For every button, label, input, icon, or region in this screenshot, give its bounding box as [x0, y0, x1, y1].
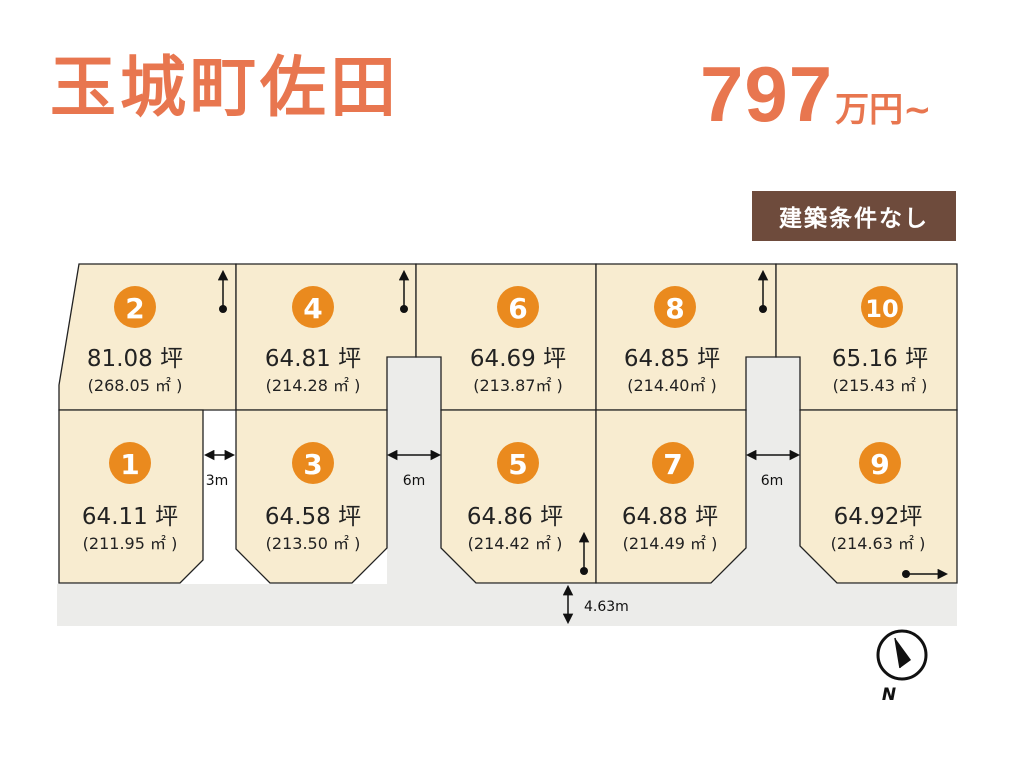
- lot-number-circle: [292, 442, 334, 484]
- price-number: 797: [700, 50, 834, 138]
- lot-7-shape: [595, 409, 747, 584]
- lot-area-tsubo: 64.85 坪: [624, 346, 720, 372]
- dimension-3m: 3m: [203, 449, 236, 489]
- lots-layer: [58, 263, 958, 584]
- boundary-marker-icon: [578, 531, 590, 575]
- lot-number-circle: [292, 286, 334, 328]
- lot-area-sqm: (213.87㎡ ): [473, 376, 563, 395]
- lot-number-circle: [109, 442, 151, 484]
- lot-number: 10: [865, 295, 898, 323]
- price-unit: 万円~: [835, 90, 932, 130]
- lot-number: 2: [125, 292, 144, 325]
- lot-area-sqm: (213.50 ㎡ ): [266, 534, 361, 553]
- price: 797万円~: [700, 55, 932, 133]
- lot-8-label: 8 64.85 坪 (214.40㎡ ): [624, 286, 720, 395]
- boundary-marker-icon: [217, 269, 229, 313]
- lot-area-tsubo: 64.81 坪: [265, 346, 361, 372]
- lot-area-tsubo: 64.58 坪: [265, 504, 361, 530]
- dimension-6m-left: 6m: [386, 449, 442, 489]
- lot-number: 4: [303, 292, 322, 325]
- lot-number-circle: [859, 442, 901, 484]
- lot-area-tsubo: 64.11 坪: [82, 504, 178, 530]
- lot-number: 3: [303, 448, 322, 481]
- compass-label: N: [882, 685, 896, 705]
- dimension-front-road: 4.63m: [562, 584, 629, 625]
- north-arrow-icon: N: [876, 629, 928, 705]
- lot-area-tsubo: 81.08 坪: [87, 346, 183, 372]
- dimension-label: 6m: [761, 473, 784, 489]
- lot-area-tsubo: 64.69 坪: [470, 346, 566, 372]
- lot-area-sqm: (268.05 ㎡ ): [88, 376, 183, 395]
- lot-number-circle: [861, 286, 903, 328]
- lot-area-tsubo: 64.86 坪: [467, 504, 563, 530]
- lot-3-shape: [235, 409, 388, 584]
- boundary-marker-icon: [902, 568, 949, 580]
- lot-number: 6: [508, 292, 527, 325]
- access-road-right: [712, 357, 837, 584]
- lot-1-label: 1 64.11 坪 (211.95 ㎡ ): [82, 442, 178, 553]
- dimension-6m-right: 6m: [745, 449, 801, 489]
- lot-area-tsubo: 64.88 坪: [622, 504, 718, 530]
- dimension-label: 4.63m: [584, 599, 629, 615]
- lot-2-label: 2 81.08 坪 (268.05 ㎡ ): [87, 286, 183, 395]
- lot-area-sqm: (214.49 ㎡ ): [623, 534, 718, 553]
- lot-area-sqm: (214.42 ㎡ ): [468, 534, 563, 553]
- access-road-left: [387, 357, 476, 584]
- lot-5-shape: [440, 409, 597, 584]
- dimension-label: 3m: [206, 473, 229, 489]
- lot-number: 1: [120, 448, 139, 481]
- lot-number: 8: [665, 292, 684, 325]
- lot-10-label: 10 65.16 坪 (215.43 ㎡ ): [832, 286, 928, 395]
- lot-number-circle: [652, 442, 694, 484]
- no-building-condition-badge: 建築条件なし: [752, 191, 956, 241]
- lot-9-label: 9 64.92坪 (214.63 ㎡ ): [831, 442, 926, 553]
- lot-area-sqm: (214.63 ㎡ ): [831, 534, 926, 553]
- lot-number-circle: [654, 286, 696, 328]
- lot-area-tsubo: 64.92坪: [834, 504, 923, 530]
- boundary-marker-icon: [398, 269, 410, 313]
- lot-number-circle: [114, 286, 156, 328]
- lot-4-label: 4 64.81 坪 (214.28 ㎡ ): [265, 286, 361, 395]
- lot-area-sqm: (214.40㎡ ): [627, 376, 717, 395]
- lot-number: 7: [663, 448, 682, 481]
- lot-area-tsubo: 65.16 坪: [832, 346, 928, 372]
- lot-number-circle: [497, 286, 539, 328]
- lot-1-shape: [58, 409, 204, 584]
- dimension-label: 6m: [403, 473, 426, 489]
- lot-area-sqm: (211.95 ㎡ ): [83, 534, 178, 553]
- lot-3-label: 3 64.58 坪 (213.50 ㎡ ): [265, 442, 361, 553]
- lot-6-label: 6 64.69 坪 (213.87㎡ ): [470, 286, 566, 395]
- front-road: [57, 584, 957, 626]
- boundary-marker-icon: [757, 269, 769, 313]
- lot-area-sqm: (214.28 ㎡ ): [266, 376, 361, 395]
- lot-5-label: 5 64.86 坪 (214.42 ㎡ ): [467, 442, 563, 553]
- lot-number-circle: [497, 442, 539, 484]
- lot-7-label: 7 64.88 坪 (214.49 ㎡ ): [622, 442, 718, 553]
- lot-area-sqm: (215.43 ㎡ ): [833, 376, 928, 395]
- page-title: 玉城町佐田: [50, 49, 400, 126]
- lot-number: 5: [508, 448, 527, 481]
- lot-number: 9: [870, 448, 889, 481]
- lot-9-shape: [799, 409, 958, 584]
